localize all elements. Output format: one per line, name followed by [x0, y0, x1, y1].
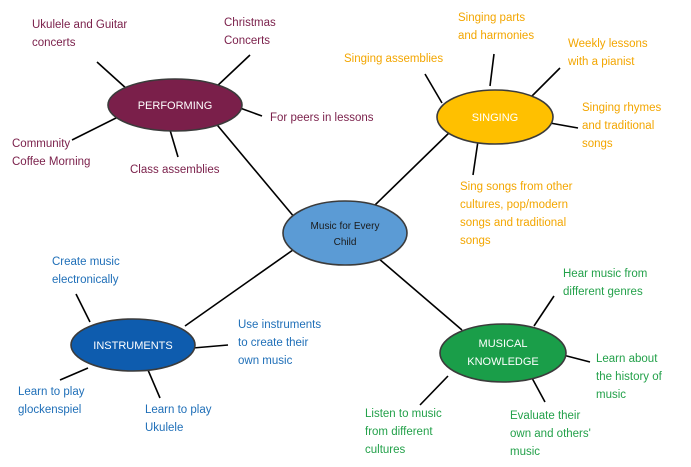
connector-sing-weekly [531, 67, 561, 97]
knowledge-line1: MUSICAL [479, 338, 528, 350]
connector-know-genres [533, 295, 555, 327]
singing-item-rhymes: Singing rhymes and traditional songs [582, 102, 662, 150]
knowledge-item-genres: Hear music from different genres [563, 268, 648, 298]
center-node: Music for Every Child [282, 200, 408, 266]
knowledge-line2: KNOWLEDGE [467, 356, 539, 368]
connector-center-performing [212, 119, 296, 219]
connector-know-listen [419, 375, 449, 406]
instruments-item-glockenspiel: Learn to play glockenspiel [18, 386, 85, 416]
connectors [59, 53, 591, 406]
connector-know-history [562, 354, 591, 363]
connector-perf-ukulele [96, 61, 129, 91]
knowledge-item-listen: Listen to music from different cultures [365, 408, 442, 456]
performing-item-ukulele-guitar: Ukulele and Guitar concerts [32, 19, 128, 49]
connector-sing-assemblies [424, 73, 443, 104]
connector-inst-ukulele [147, 369, 161, 399]
connector-perf-community [71, 114, 123, 141]
connector-center-singing [374, 129, 453, 206]
connector-center-instruments [184, 244, 301, 327]
knowledge-item-history: Learn about the history of music [596, 353, 662, 401]
connector-sing-other [472, 140, 479, 176]
connector-perf-class [169, 129, 179, 158]
performing-item-christmas: Christmas Concerts [224, 17, 276, 47]
singing-label: SINGING [472, 112, 518, 124]
connector-center-knowledge [377, 257, 463, 331]
performing-label: PERFORMING [138, 100, 213, 112]
connector-inst-use [192, 344, 229, 349]
singing-node: SINGING [436, 89, 554, 145]
performing-item-peers: For peers in lessons [270, 112, 374, 124]
instruments-node: INSTRUMENTS [70, 318, 196, 372]
connector-sing-rhymes [549, 122, 579, 129]
connector-sing-harmonies [489, 53, 495, 87]
instruments-item-ukulele: Learn to play Ukulele [145, 404, 212, 434]
connector-inst-electronic [75, 293, 91, 323]
instruments-label: INSTRUMENTS [93, 340, 172, 352]
singing-item-harmonies: Singing parts and harmonies [458, 12, 535, 42]
connector-know-evaluate [531, 377, 546, 403]
connector-inst-glock [59, 367, 89, 381]
instruments-item-electronic: Create music electronically [52, 256, 120, 286]
singing-item-assemblies: Singing assemblies [344, 53, 444, 65]
knowledge-item-evaluate: Evaluate their own and others' music [510, 410, 591, 458]
performing-item-class: Class assemblies [130, 164, 220, 176]
singing-item-weekly: Weekly lessons with a pianist [568, 38, 648, 68]
knowledge-node: MUSICAL KNOWLEDGE [439, 323, 567, 383]
instruments-item-use: Use instruments to create their own musi… [238, 319, 322, 367]
performing-node: PERFORMING [107, 78, 243, 132]
singing-item-other-cultures: Sing songs from other cultures, pop/mode… [460, 181, 573, 247]
connector-perf-peers [239, 107, 263, 117]
center-line2: Child [334, 237, 357, 248]
center-line1: Music for Every [311, 221, 380, 232]
performing-item-community: Community Coffee Morning [12, 138, 91, 168]
connector-perf-christmas [214, 54, 251, 89]
